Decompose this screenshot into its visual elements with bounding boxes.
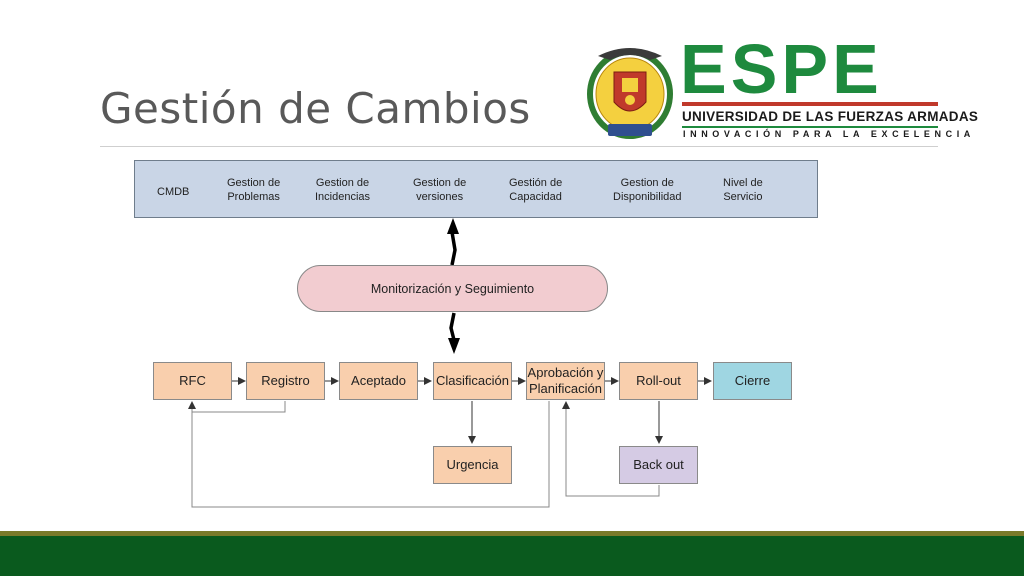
monitor-node: Monitorización y Seguimiento [297,265,608,312]
logo-green-bar [682,126,938,128]
university-name: UNIVERSIDAD DE LAS FUERZAS ARMADAS [682,109,979,124]
monitor-to-panel-arrow [447,218,459,266]
slide-title: Gestión de Cambios [100,84,531,133]
step-aprobacion: Aprobación y Planificación [526,362,605,400]
university-seal-icon [587,48,673,139]
step-rfc: RFC [153,362,232,400]
step-urgencia: Urgencia [433,446,512,484]
title-divider [100,146,938,147]
espe-logo: ESPE UNIVERSIDAD DE LAS FUERZAS ARMADAS … [584,34,978,142]
step-aceptado: Aceptado [339,362,418,400]
db-cmdb: CMDB [157,186,190,198]
footer-accent-line [0,531,1024,536]
espe-wordmark: ESPE [680,30,883,108]
db-gestion-versiones: Gestion de versiones [413,177,467,203]
db-nivel-servicio: Nivel de Servicio [723,177,763,203]
step-registro: Registro [246,362,325,400]
university-motto: INNOVACIÓN PARA LA EXCELENCIA [683,129,975,139]
step-clasificacion: Clasificación [433,362,512,400]
db-gestion-capacidad: Gestión de Capacidad [509,177,563,203]
step-backout: Back out [619,446,698,484]
db-gestion-problemas: Gestion de Problemas [227,177,281,203]
databases-panel: CMDB Gestion de Problemas Gestion de Inc… [134,160,818,218]
line-registro-feedback [192,401,286,413]
arrow-aprobacion-to-rfc [188,401,550,508]
db-gestion-incidencias: Gestion de Incidencias [315,177,371,203]
arrow-backout-to-aprobacion [562,401,660,497]
logo-red-bar [682,102,938,106]
step-cierre: Cierre [713,362,792,400]
monitor-to-process-arrow [448,312,460,354]
footer-bar [0,536,1024,576]
step-rollout: Roll-out [619,362,698,400]
db-gestion-disponibilidad: Gestion de Disponibilidad [613,177,682,203]
